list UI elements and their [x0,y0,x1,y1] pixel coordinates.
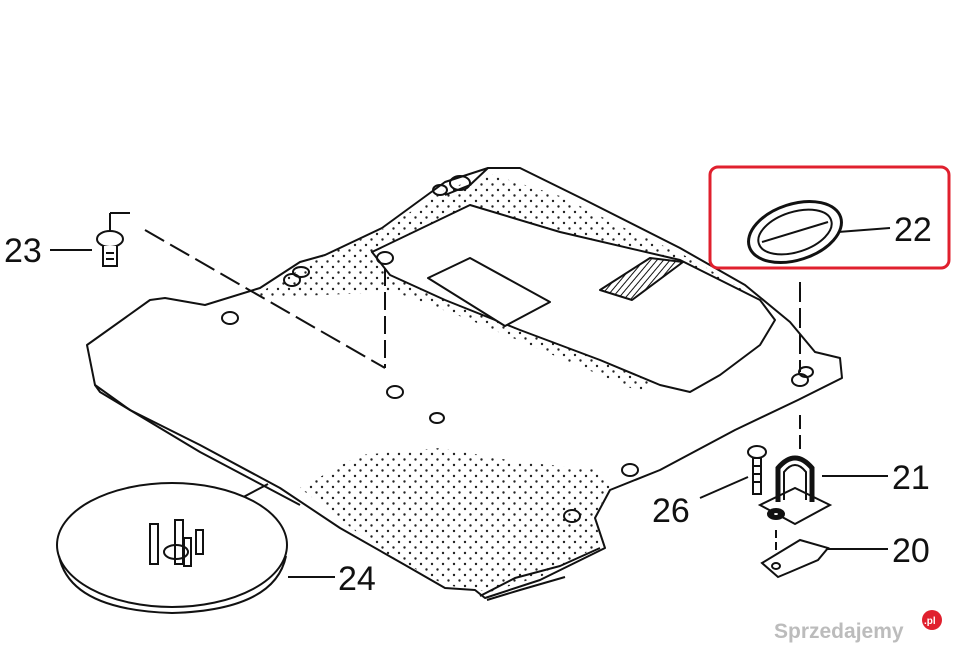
watermark: Sprzedajemy .pl [774,610,942,643]
mount-hole [386,385,404,399]
mount-hole [449,175,471,191]
rectangular-recess [427,257,551,327]
mount-hole [376,251,394,265]
callout-23: 23 [4,232,42,270]
mount-hole [292,266,310,278]
callout-22: 22 [894,211,932,249]
rear-ridge [479,547,601,597]
watermark-badge-text: .pl [924,616,936,627]
callout-21: 21 [892,459,930,497]
vent-strip [599,257,684,301]
highlight-box [708,165,951,270]
callout-24: 24 [338,560,376,598]
rear-ridge-2 [486,576,566,601]
part-21-lashing-eye [757,455,833,526]
cover-studs [149,519,204,567]
mount-hole [221,311,239,325]
mount-hole [283,273,301,287]
part-24-cover [56,482,288,615]
mount-hole [429,412,445,424]
mount-hole [563,509,581,523]
raised-plate [371,204,776,393]
watermark-text: Sprzedajemy [774,620,904,643]
callout-26: 26 [652,492,690,530]
part-22-grommet [747,200,843,264]
mount-hole [621,463,639,477]
part-23-clip [96,230,124,267]
dotted-surface-rear [300,448,610,592]
part-20-plate [760,538,830,579]
watermark-badge [922,610,942,630]
mount-hole [432,184,448,196]
side-edge-lip [94,384,301,506]
callout-20: 20 [892,532,930,570]
part-26-bolt [747,445,767,495]
underbody-panel [86,167,843,601]
